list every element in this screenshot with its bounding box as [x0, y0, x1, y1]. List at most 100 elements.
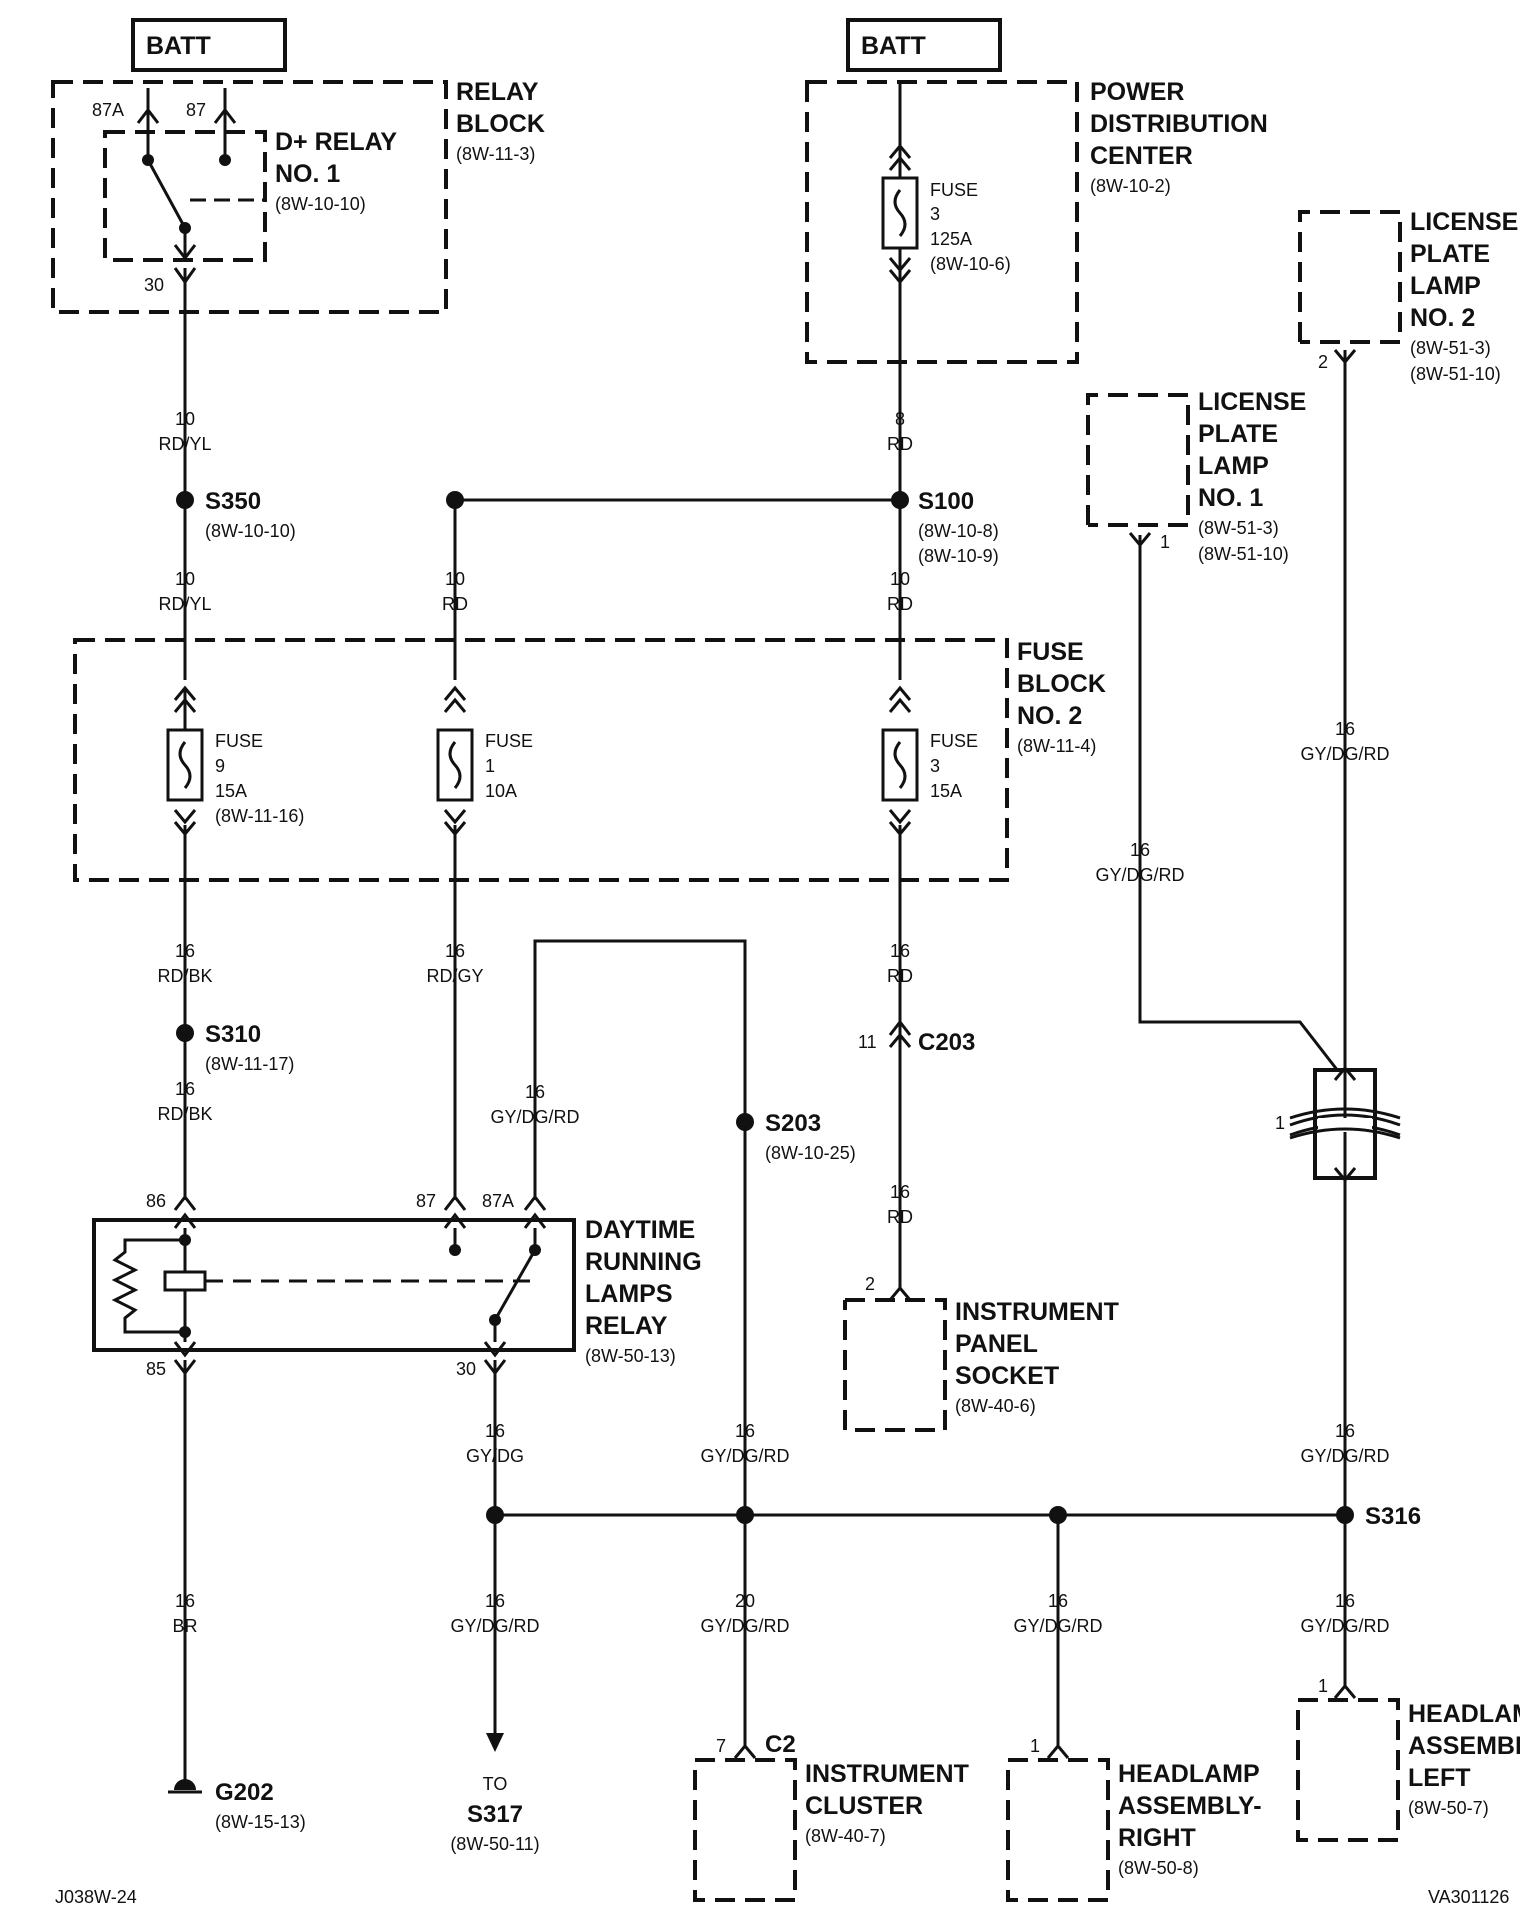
- lp2-title-2: PLATE: [1410, 240, 1490, 268]
- wire-label-gauge: 10: [890, 569, 910, 589]
- lp2-ref-2: (8W-51-10): [1410, 364, 1501, 384]
- drl-relay: 86 87 87A 85 30 DAYTIME RUNNING LAMPS RE…: [92, 1191, 702, 1379]
- pdc-title-2: DISTRIBUTION: [1090, 110, 1268, 138]
- hl-right-title-1: HEADLAMP: [1118, 1760, 1260, 1788]
- wire-label-gauge: 16: [485, 1421, 505, 1441]
- fuse-block-2: FUSE 9 15A (8W-11-16) FUSE 1 10A FUSE: [73, 638, 1106, 882]
- hl-left-title-1: HEADLAMP: [1408, 1700, 1520, 1728]
- drl-title-1: DAYTIME: [585, 1216, 695, 1244]
- lp1-title-1: LICENSE: [1198, 388, 1306, 416]
- wire-labels-upper: 10 RD/YL 10 RD/YL 10 RD 8 RD 10 RD 16 GY…: [158, 409, 1389, 885]
- wire-label-gauge: 16: [890, 1182, 910, 1202]
- down-arrow-icon: [486, 1733, 504, 1752]
- lp2-pin: 2: [1318, 352, 1328, 372]
- pdc-ref: (8W-10-2): [1090, 176, 1171, 196]
- batt-left-label: BATT: [146, 32, 211, 60]
- batt-left: BATT: [131, 18, 287, 72]
- pdc-fuse-ref: (8W-10-6): [930, 254, 1011, 274]
- fuse-block-ref: (8W-11-4): [1017, 736, 1096, 756]
- relay-block-ref: (8W-11-3): [456, 144, 535, 164]
- fuse-1-label: FUSE: [485, 731, 533, 751]
- splice-s100-ref-1: (8W-10-8): [918, 521, 999, 541]
- fuse-9-number: 9: [215, 756, 225, 776]
- to-s317-to: TO: [483, 1774, 508, 1794]
- wire-label-color: GY/DG/RD: [1013, 1616, 1102, 1636]
- fuse-1-number: 1: [485, 756, 495, 776]
- splice-s203-dot: [736, 1113, 754, 1131]
- relay-ref: (8W-10-10): [275, 194, 366, 214]
- pdc-fuse-rating: 125A: [930, 229, 972, 249]
- drl-pin-30: 30: [456, 1359, 476, 1379]
- fuse-block-title-2: BLOCK: [1017, 670, 1106, 698]
- cluster-ref: (8W-40-7): [805, 1826, 886, 1846]
- hl-right-ref: (8W-50-8): [1118, 1858, 1199, 1878]
- wire-label-gauge: 16: [1130, 840, 1150, 860]
- wire-label-gauge: 10: [175, 569, 195, 589]
- fuse-9-rating: 15A: [215, 781, 247, 801]
- bus-dot-hl-right: [1049, 1506, 1067, 1524]
- power-distribution-center: FUSE 3 125A (8W-10-6) POWER DISTRIBUTION…: [805, 78, 1268, 364]
- batt-right: BATT: [846, 18, 1002, 72]
- fuse-3-number: 3: [930, 756, 940, 776]
- relay-block-title-1: RELAY: [456, 78, 539, 106]
- drl-pin-87a: 87A: [482, 1191, 514, 1211]
- batt-right-label: BATT: [861, 32, 926, 60]
- lp1-title-3: LAMP: [1198, 452, 1269, 480]
- splice-s350-ref: (8W-10-10): [205, 521, 296, 541]
- hl-left-pin: 1: [1318, 1676, 1328, 1696]
- lp1-title-4: NO. 1: [1198, 484, 1263, 512]
- wire-label-color: RD/BK: [157, 966, 212, 986]
- footer-left-code: J038W-24: [55, 1887, 137, 1907]
- drl-pin-85: 85: [146, 1359, 166, 1379]
- to-s317-ref: (8W-50-11): [450, 1834, 539, 1854]
- wire-label-color: RD: [442, 594, 468, 614]
- hl-right-title-3: RIGHT: [1118, 1824, 1196, 1852]
- footer-right-code: VA301126: [1428, 1887, 1509, 1907]
- fuse-3-label: FUSE: [930, 731, 978, 751]
- fuse-1-rating: 10A: [485, 781, 517, 801]
- lp2-title-3: LAMP: [1410, 272, 1481, 300]
- drl-pin-86: 86: [146, 1191, 166, 1211]
- instrument-cluster: 7 C2 INSTRUMENT CLUSTER (8W-40-7): [693, 1731, 969, 1902]
- wire-label-gauge: 16: [890, 941, 910, 961]
- wire-label-gauge: 8: [895, 409, 905, 429]
- drl-pin-87: 87: [416, 1191, 436, 1211]
- wire-label-color: GY/DG/RD: [700, 1446, 789, 1466]
- cluster-title-2: CLUSTER: [805, 1792, 923, 1820]
- splice-s100-branch-dot: [446, 491, 464, 509]
- instrument-panel-socket: 2 INSTRUMENT PANEL SOCKET (8W-40-6): [843, 1274, 1119, 1432]
- fuse-9: FUSE 9 15A (8W-11-16): [166, 685, 304, 837]
- drl-title-2: RUNNING: [585, 1248, 702, 1276]
- wire-label-color: GY/DG/RD: [490, 1107, 579, 1127]
- wire-label-color: GY/DG: [466, 1446, 524, 1466]
- wire-labels-middle: 16 RD/BK 16 RD/BK 16 RD/GY 16 RD 16 RD 1…: [157, 941, 913, 1227]
- wire-label-color: GY/DG/RD: [1300, 744, 1389, 764]
- lp1-ref-2: (8W-51-10): [1198, 544, 1289, 564]
- bus-dot-s317: [486, 1506, 504, 1524]
- wire-label-gauge: 16: [1048, 1591, 1068, 1611]
- wire-label-gauge: 16: [1335, 1591, 1355, 1611]
- relay-pin-87: 87: [186, 100, 206, 120]
- wire-label-gauge: 16: [175, 1591, 195, 1611]
- ground-ref: (8W-15-13): [215, 1812, 306, 1832]
- wire-label-gauge: 20: [735, 1591, 755, 1611]
- pdc-fuse-label: FUSE: [930, 180, 978, 200]
- ip-socket-title-2: PANEL: [955, 1330, 1038, 1358]
- connector-1-pin: 1: [1275, 1113, 1285, 1133]
- wire-label-color: RD/YL: [158, 594, 211, 614]
- lp2-title-1: LICENSE: [1410, 208, 1518, 236]
- cluster-title-1: INSTRUMENT: [805, 1760, 969, 1788]
- relay-pin-30: 30: [144, 275, 164, 295]
- wire-label-gauge: 16: [485, 1591, 505, 1611]
- wire-label-gauge: 10: [445, 569, 465, 589]
- ip-socket-title-1: INSTRUMENT: [955, 1298, 1119, 1326]
- wire-label-gauge: 16: [735, 1421, 755, 1441]
- fuse-1: FUSE 1 10A: [436, 685, 533, 837]
- cluster-connector-c2: C2: [765, 1731, 796, 1758]
- hl-left-title-3: LEFT: [1408, 1764, 1471, 1792]
- fuse-3: FUSE 3 15A: [881, 685, 978, 837]
- fuse-9-ref: (8W-11-16): [215, 806, 304, 826]
- connector-c203: 11 C203: [858, 1019, 975, 1056]
- hl-right-title-2: ASSEMBLY-: [1118, 1792, 1262, 1820]
